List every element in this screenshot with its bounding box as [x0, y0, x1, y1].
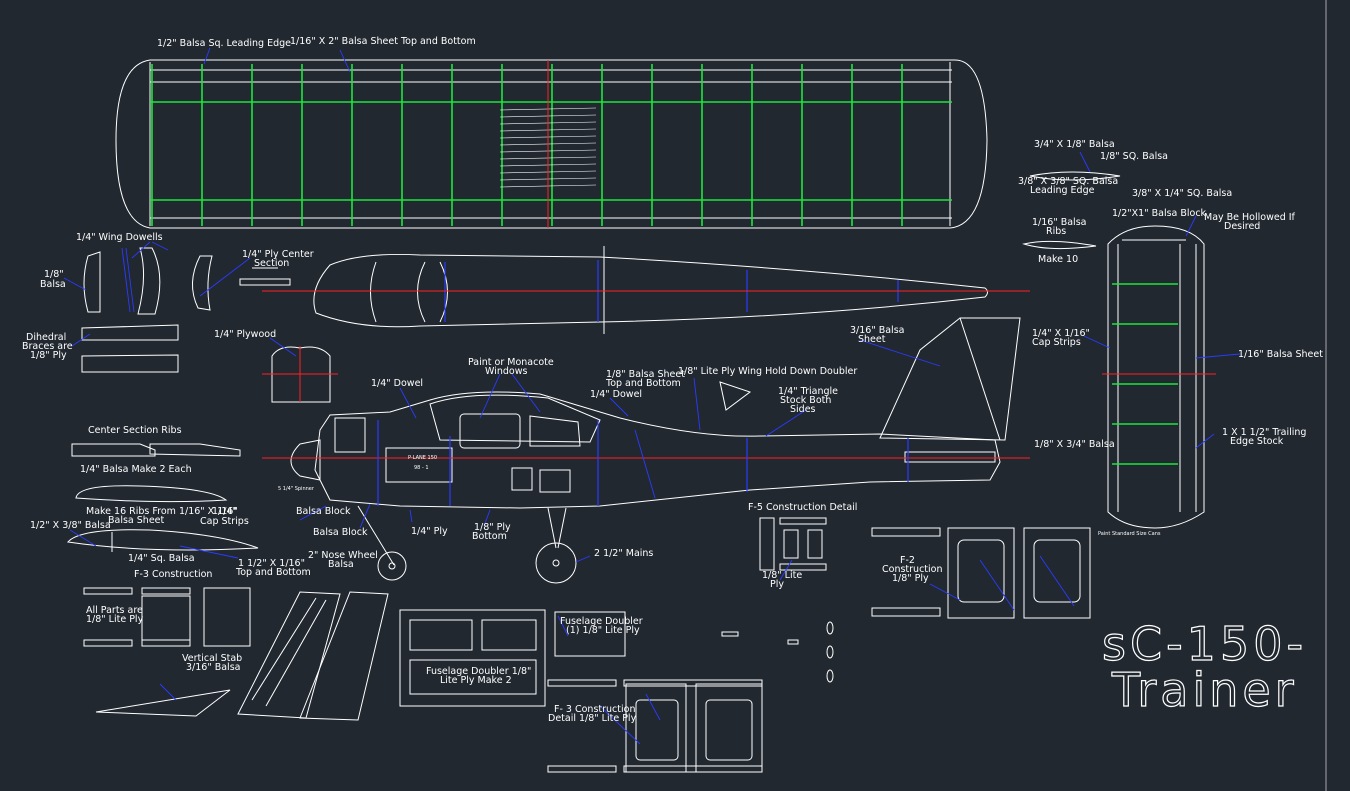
label-nose-b: Balsa — [328, 559, 354, 570]
label-balsa-sheet: Balsa Sheet — [108, 515, 165, 526]
label-ply-bottom-b: Bottom — [472, 531, 507, 542]
label-tail-ribs-a: 1/16" Balsa — [1032, 217, 1086, 228]
fuselage-top-view — [239, 246, 1030, 334]
label-balsa-make2: 1/4" Balsa Make 2 Each — [80, 464, 192, 475]
label-paint-a: Paint or Monacote — [468, 357, 554, 368]
label-balsa-block-b: Balsa Block — [313, 527, 368, 538]
label-sheet-top-b: Top and Bottom — [605, 378, 681, 389]
label-triangle-b: Stock Both — [780, 395, 831, 406]
label-trailing-b: Edge Stock — [1230, 436, 1284, 447]
label-fus-doubler2-a: Fuselage Doubler 1/8" — [426, 666, 531, 677]
label-tail-le-b: Leading Edge — [1030, 185, 1095, 196]
label-f2-c: 1/8" Ply — [892, 573, 929, 584]
label-balsa-18-34: 1/8" X 3/4" Balsa — [1034, 439, 1115, 450]
label-hollowed-a: May Be Hollowed If — [1204, 212, 1296, 223]
label-dowel-b: 1/4" Dowel — [590, 389, 642, 400]
label-dihedral-a: Dihedral — [26, 332, 66, 343]
label-paint-b: Windows — [485, 366, 527, 377]
label-wing-dowels: 1/4" Wing Dowells — [76, 232, 163, 243]
label-all-parts-a: All Parts are — [86, 605, 143, 616]
label-f5: F-5 Construction Detail — [748, 502, 857, 513]
spinner-note: 5 1/4" Spinner — [278, 486, 315, 492]
label-dihedral-b: Braces are — [22, 341, 73, 352]
label-f3: F-3 Construction — [134, 569, 212, 580]
label-make10: Make 10 — [1038, 254, 1078, 265]
label-f3-detail-a: F- 3 Construction — [554, 704, 635, 715]
label-nose-a: 2" Nose Wheel — [308, 550, 378, 561]
rib-parts — [67, 443, 259, 552]
label-balsa-block-a: Balsa Block — [296, 506, 351, 517]
annotation-labels: 1/2" Balsa Sq. Leading Edge 1/16" X 2" B… — [22, 36, 1323, 724]
fuselage-marking-2: 98 - 1 — [414, 465, 429, 471]
label-triangle-c: Sides — [790, 404, 816, 415]
label-hollowed-b: Desired — [1224, 221, 1260, 232]
label-fin-sheet-b: Sheet — [858, 334, 886, 345]
label-tail-sq-a: 3/4" X 1/8" Balsa — [1034, 139, 1115, 150]
label-cap-strips-b: Cap Strips — [1032, 337, 1081, 348]
label-fus-doubler1-a: Fuselage Doubler — [560, 616, 643, 627]
label-balsa-block-tail: 1/2"X1" Balsa Block — [1112, 208, 1207, 219]
label-f2-b: Construction — [882, 564, 943, 575]
label-f3-detail-b: Detail 1/8" Lite Ply — [548, 713, 637, 724]
label-fus-doubler2-b: Lite Ply Make 2 — [440, 675, 512, 686]
title-line-1: sC-150- — [1102, 617, 1307, 671]
label-vstab-a: Vertical Stab — [182, 653, 242, 664]
label-wing-hold-down: 1/8" Lite Ply Wing Hold Down Doubler — [678, 366, 857, 377]
label-cap-a: 1/16" — [212, 506, 238, 517]
label-ply-center-a: 1/4" Ply Center — [242, 249, 314, 260]
label-sheet-top-a: 1/8" Balsa Sheet — [606, 369, 685, 380]
label-sq-balsa: 1/4" Sq. Balsa — [128, 553, 195, 564]
leader-lines — [63, 47, 1241, 745]
label-sq-balsa-left: 1/2" X 3/8" Balsa — [30, 520, 111, 531]
label-plywood: 1/4" Plywood — [214, 329, 276, 340]
label-lite-ply-a: 1/8" Lite — [762, 570, 802, 581]
label-make16: Make 16 Ribs From 1/16" X 1/4" — [86, 506, 237, 517]
label-tail-le-a: 3/8" X 3/8" SQ. Balsa — [1018, 176, 1118, 187]
fuselage-doublers — [399, 609, 834, 773]
label-trailing-a: 1 X 1 1/2" Trailing — [1222, 427, 1306, 438]
label-fus-doubler1-b: (1) 1/8" Lite Ply — [566, 625, 640, 636]
label-lite-ply-b: Ply — [770, 579, 784, 590]
label-dowel-a: 1/4" Dowel — [371, 378, 423, 389]
label-tail-sq-c: 3/8" X 1/4" SQ. Balsa — [1132, 188, 1232, 199]
fuselage-side-view: P-LANE 150 98 - 1 5 1/4" Spinner — [262, 317, 1030, 584]
label-cap-b: Cap Strips — [200, 516, 249, 527]
label-vstab-b: 3/16" Balsa — [186, 662, 240, 673]
label-ply-center-b: Section — [254, 258, 289, 269]
label-fin-sheet-a: 3/16" Balsa — [850, 325, 904, 336]
title-line-2: Trainer — [1111, 663, 1298, 717]
label-top-bottom-a: 1 1/2" X 1/16" — [238, 558, 305, 569]
label-balsa-1-8-a: 1/8" — [44, 269, 64, 280]
label-sheet-16: 1/16" Balsa Sheet — [1238, 349, 1323, 360]
wing-plan — [115, 59, 988, 229]
center-section-parts — [81, 247, 338, 403]
label-tail-sq-b: 1/8" SQ. Balsa — [1100, 151, 1168, 162]
fuselage-marking-1: P-LANE 150 — [408, 455, 437, 461]
label-all-parts-b: 1/8" Lite Ply — [86, 614, 144, 625]
label-f2-a: F-2 — [900, 555, 915, 566]
label-tail-ribs-b: Ribs — [1046, 226, 1066, 237]
label-cap-strips-a: 1/4" X 1/16" — [1032, 328, 1090, 339]
label-ply-bottom-a: 1/8" Ply — [474, 522, 511, 533]
label-wing-sheet: 1/16" X 2" Balsa Sheet Top and Bottom — [290, 36, 476, 47]
stabilizer-plan — [1022, 171, 1216, 529]
f-parts-lower-left — [83, 587, 389, 721]
label-top-bottom-b: Top and Bottom — [235, 567, 311, 578]
label-wing-leading-edge: 1/2" Balsa Sq. Leading Edge — [157, 38, 291, 49]
label-balsa-1-8-b: Balsa — [40, 279, 66, 290]
paint-note: Paint Standard Size Cans — [1098, 531, 1161, 537]
label-dihedral-c: 1/8" Ply — [30, 350, 67, 361]
label-triangle-a: 1/4" Triangle — [778, 386, 838, 397]
label-ply-quarter: 1/4" Ply — [411, 526, 448, 537]
label-center-ribs: Center Section Ribs — [88, 425, 182, 436]
label-mains: 2 1/2" Mains — [594, 548, 653, 559]
drawing-title: sC-150- Trainer — [1101, 616, 1307, 717]
former-parts: Paint Standard Size Cans — [759, 517, 1161, 619]
